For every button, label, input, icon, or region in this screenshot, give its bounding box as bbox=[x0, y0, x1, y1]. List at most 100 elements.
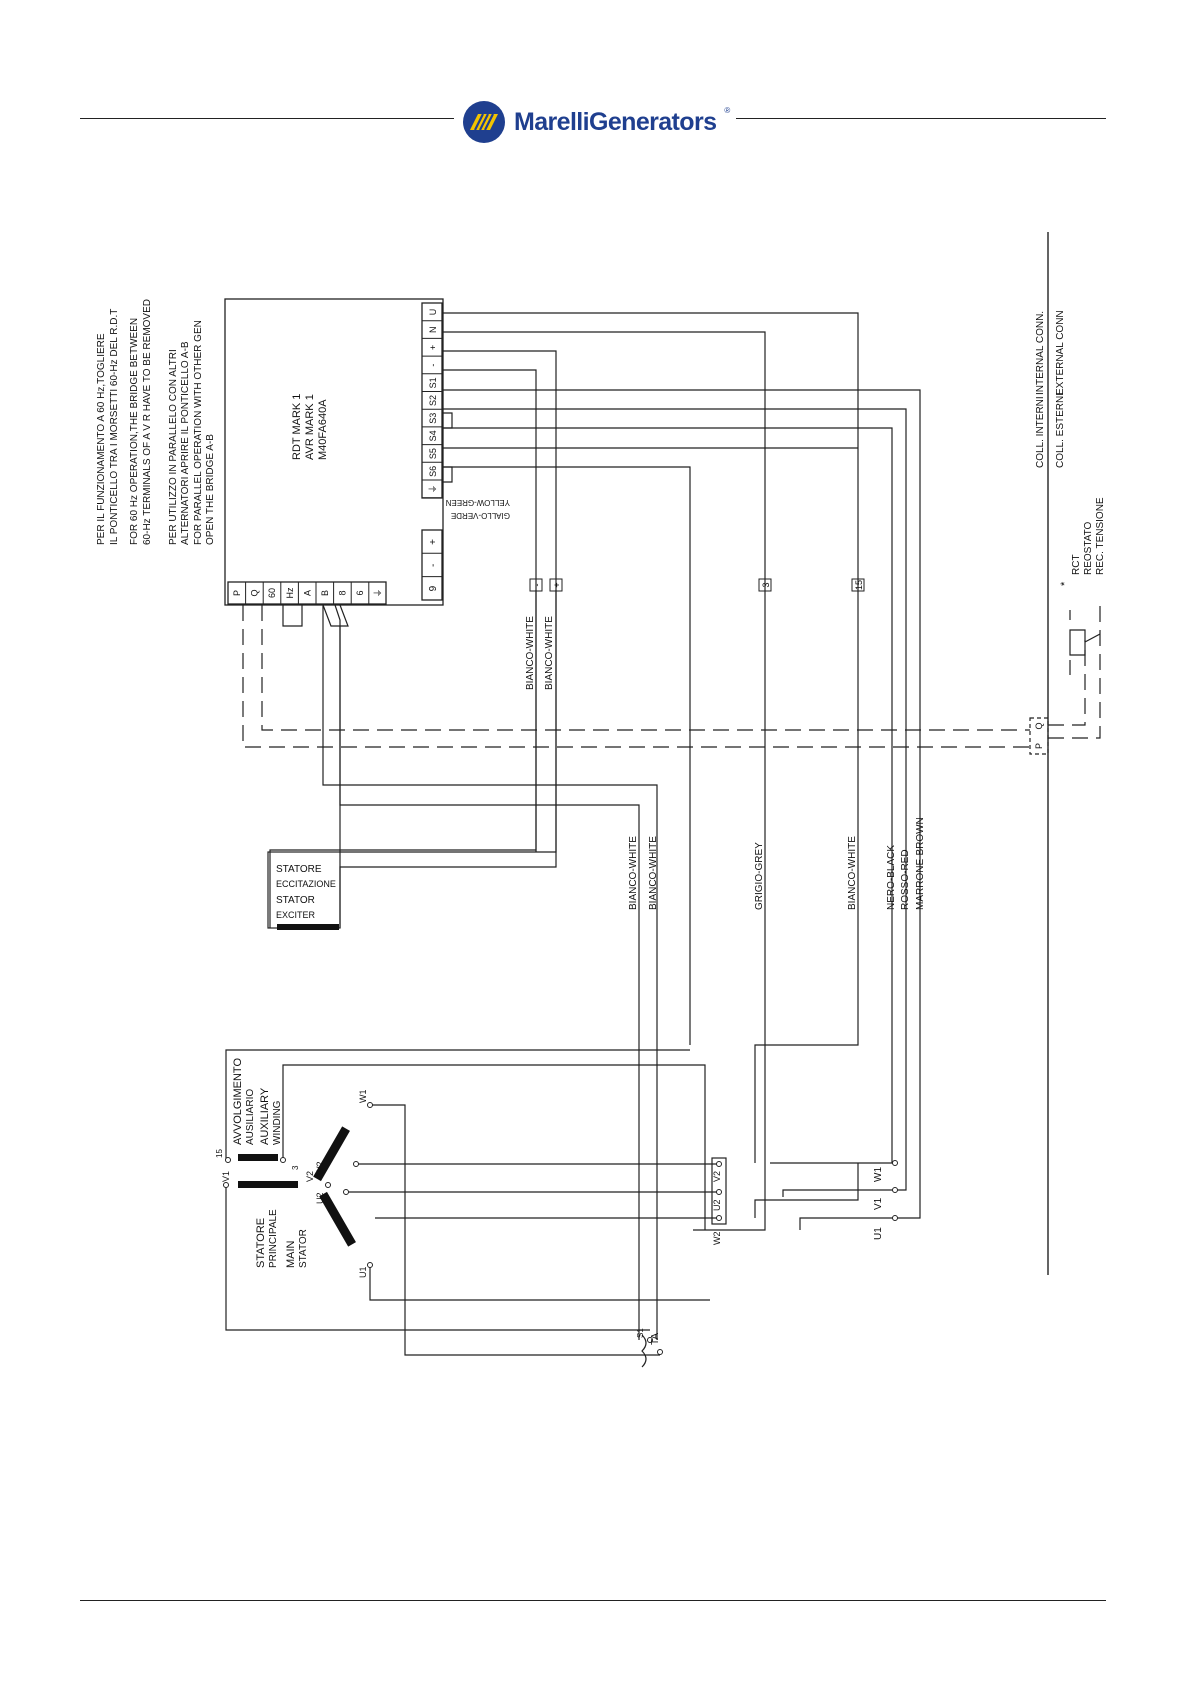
ct-ta: TA bbox=[650, 1333, 661, 1345]
avr-terminal-10: ⏚ bbox=[428, 484, 438, 493]
main-stator-en-2: STATOR bbox=[298, 1229, 309, 1268]
avr-bottom-terminal-7: 6 bbox=[355, 590, 365, 595]
aux-terminal-3: 3 bbox=[291, 1165, 300, 1170]
brand-name: MarelliGenerators bbox=[514, 107, 717, 136]
aux-winding-en-2: WINDING bbox=[272, 1100, 283, 1145]
note-60hz-en-2: 60-Hz TERMINALS OF A V R HAVE TO BE REMO… bbox=[142, 299, 153, 545]
note-parallel-en-2: OPEN THE BRIDGE A-B bbox=[205, 434, 216, 545]
terminal-block-w2: W2 bbox=[712, 1232, 722, 1246]
avr-terminal-5: S2 bbox=[428, 395, 438, 406]
v-winding-coil bbox=[238, 1181, 298, 1188]
output-w1: W1 bbox=[873, 1167, 884, 1182]
header-rule-left bbox=[80, 118, 454, 119]
avr-terminal-3: - bbox=[428, 364, 438, 367]
conn-external-it: COLL. ESTERNI bbox=[1055, 393, 1066, 468]
main-stator-it-2: PRINCIPALE bbox=[268, 1209, 279, 1268]
avr-model-line3: M40FA640A bbox=[317, 399, 329, 460]
avr-terminal-7: S4 bbox=[428, 430, 438, 441]
w-winding-coil bbox=[313, 1126, 350, 1182]
rct-line3: REC. TENSIONE bbox=[1095, 497, 1106, 575]
star-terminal-block bbox=[711, 1157, 727, 1225]
brand-registered-mark: ® bbox=[724, 106, 731, 115]
cable-ta-b: BIANCO-WHITE bbox=[648, 836, 659, 910]
stator-v2: V2 bbox=[305, 1171, 315, 1182]
note-parallel-it-2: ALTERNATORI APRIRE IL PONTICELLO A-B bbox=[180, 341, 191, 545]
aux-winding-en-1: AUXILIARY bbox=[259, 1087, 271, 1145]
cable-tag-15: 15 bbox=[854, 580, 864, 590]
pq-box bbox=[1029, 717, 1049, 755]
avr-lower-terminal-0: + bbox=[428, 539, 439, 545]
aux-terminal-15: 15 bbox=[215, 1149, 224, 1158]
conn-internal-en: INTERNAL CONN. bbox=[1035, 311, 1046, 395]
terminal-block-v2: V2 bbox=[712, 1171, 722, 1182]
exciter-it-1: STATORE bbox=[276, 864, 322, 875]
cable-brown: MARRONE-BROWN bbox=[915, 817, 926, 910]
cable-exc-minus: BIANCO-WHITE bbox=[525, 616, 536, 690]
avr-bottom-terminal-3: Hz bbox=[285, 587, 295, 598]
output-u1: U1 bbox=[873, 1227, 884, 1240]
rct-line1: RCT bbox=[1071, 554, 1082, 575]
aux-winding-it-2: AUSILIARIO bbox=[245, 1089, 256, 1145]
note-60hz-en-1: FOR 60 Hz OPERATION,THE BRIDGE BETWEEN bbox=[129, 318, 140, 545]
current-transformer bbox=[641, 1334, 647, 1368]
avr-bottom-terminal-5: B bbox=[320, 590, 330, 596]
cable-red: ROSSO-RED bbox=[900, 849, 911, 910]
ground-label-en: YELLOW-GREEN bbox=[445, 498, 510, 507]
stator-v1: V1 bbox=[221, 1171, 231, 1182]
note-60hz-it-2: IL PONTICELLO TRA I MORSETTI 60-Hz DEL R… bbox=[109, 309, 120, 545]
rct-rheostat bbox=[1069, 610, 1101, 675]
main-stator-en-1: MAIN bbox=[285, 1240, 297, 1268]
avr-terminal-4: S1 bbox=[428, 377, 438, 388]
avr-bottom-terminal-1: Q bbox=[250, 589, 260, 596]
note-60hz-it-1: PER IL FUNZIONAMENTO A 60 Hz,TOGLIERE bbox=[96, 333, 107, 545]
main-stator-it-1: STATORE bbox=[255, 1218, 267, 1268]
stator-u1: U1 bbox=[358, 1266, 368, 1278]
exciter-en-1: STATOR bbox=[276, 895, 315, 906]
cable-tag-plus: + bbox=[552, 582, 562, 587]
stator-u2: U2 bbox=[315, 1192, 325, 1204]
conn-internal-it: COLL. INTERNI bbox=[1035, 396, 1046, 468]
u-winding-coil bbox=[319, 1191, 356, 1247]
output-v1: V1 bbox=[873, 1197, 884, 1210]
avr-lower-terminal-2: 9 bbox=[428, 585, 439, 591]
avr-terminal-1: N bbox=[428, 326, 438, 333]
avr-bottom-terminal-8: ⏚ bbox=[373, 588, 383, 597]
brand-logo: MarelliGenerators ® bbox=[462, 98, 730, 146]
stator-w1: W1 bbox=[358, 1090, 368, 1104]
avr-box bbox=[224, 298, 444, 606]
aux-winding-coil bbox=[238, 1154, 278, 1161]
avr-terminal-8: S5 bbox=[428, 448, 438, 459]
exciter-it-2: ECCITAZIONE bbox=[276, 879, 336, 889]
exciter-en-2: EXCITER bbox=[276, 910, 316, 920]
pq-box-p: P bbox=[1034, 743, 1044, 749]
marelli-logo-icon bbox=[463, 101, 505, 143]
avr-model-line1: RDT MARK 1 bbox=[291, 394, 303, 460]
ct-s1: S1 bbox=[636, 1328, 645, 1338]
cable-tag-3: 3 bbox=[761, 582, 771, 587]
avr-bottom-terminal-2: 60 bbox=[267, 588, 277, 598]
avr-terminal-6: S3 bbox=[428, 413, 438, 424]
avr-lower-terminal-1: - bbox=[428, 564, 439, 567]
terminal-block-u2: U2 bbox=[712, 1199, 722, 1211]
header-rule-right bbox=[736, 118, 1106, 119]
avr-terminal-9: S6 bbox=[428, 466, 438, 477]
cable-grey: GRIGIO-GREY bbox=[754, 842, 765, 910]
note-parallel-en-1: FOR PARALLEL OPERATION WITH OTHER GEN bbox=[193, 320, 204, 545]
cable-tag-minus: - bbox=[532, 584, 542, 587]
stator-w2: W2 bbox=[315, 1162, 325, 1176]
cable-ta-a: BIANCO-WHITE bbox=[628, 836, 639, 910]
rct-star: * bbox=[1059, 581, 1071, 586]
cable-aux15: BIANCO-WHITE bbox=[847, 836, 858, 910]
footer-rule bbox=[80, 1600, 1106, 1601]
avr-terminal-0: U bbox=[428, 309, 438, 316]
avr-terminal-2: + bbox=[428, 345, 438, 350]
conn-external-en: EXTERNAL CONN bbox=[1055, 310, 1066, 395]
ground-label-it: GIALLO-VERDE bbox=[451, 511, 510, 520]
rct-line2: REOSTATO bbox=[1083, 521, 1094, 575]
pq-box-q: Q bbox=[1034, 722, 1044, 729]
avr-bottom-terminal-6: 8 bbox=[338, 590, 348, 595]
cable-black: NERO-BLACK bbox=[886, 845, 897, 910]
aux-winding-it-1: AVVOLGIMENTO bbox=[232, 1058, 244, 1145]
note-parallel-it-1: PER UTILIZZO IN PARALLELO CON ALTRI bbox=[168, 349, 179, 545]
